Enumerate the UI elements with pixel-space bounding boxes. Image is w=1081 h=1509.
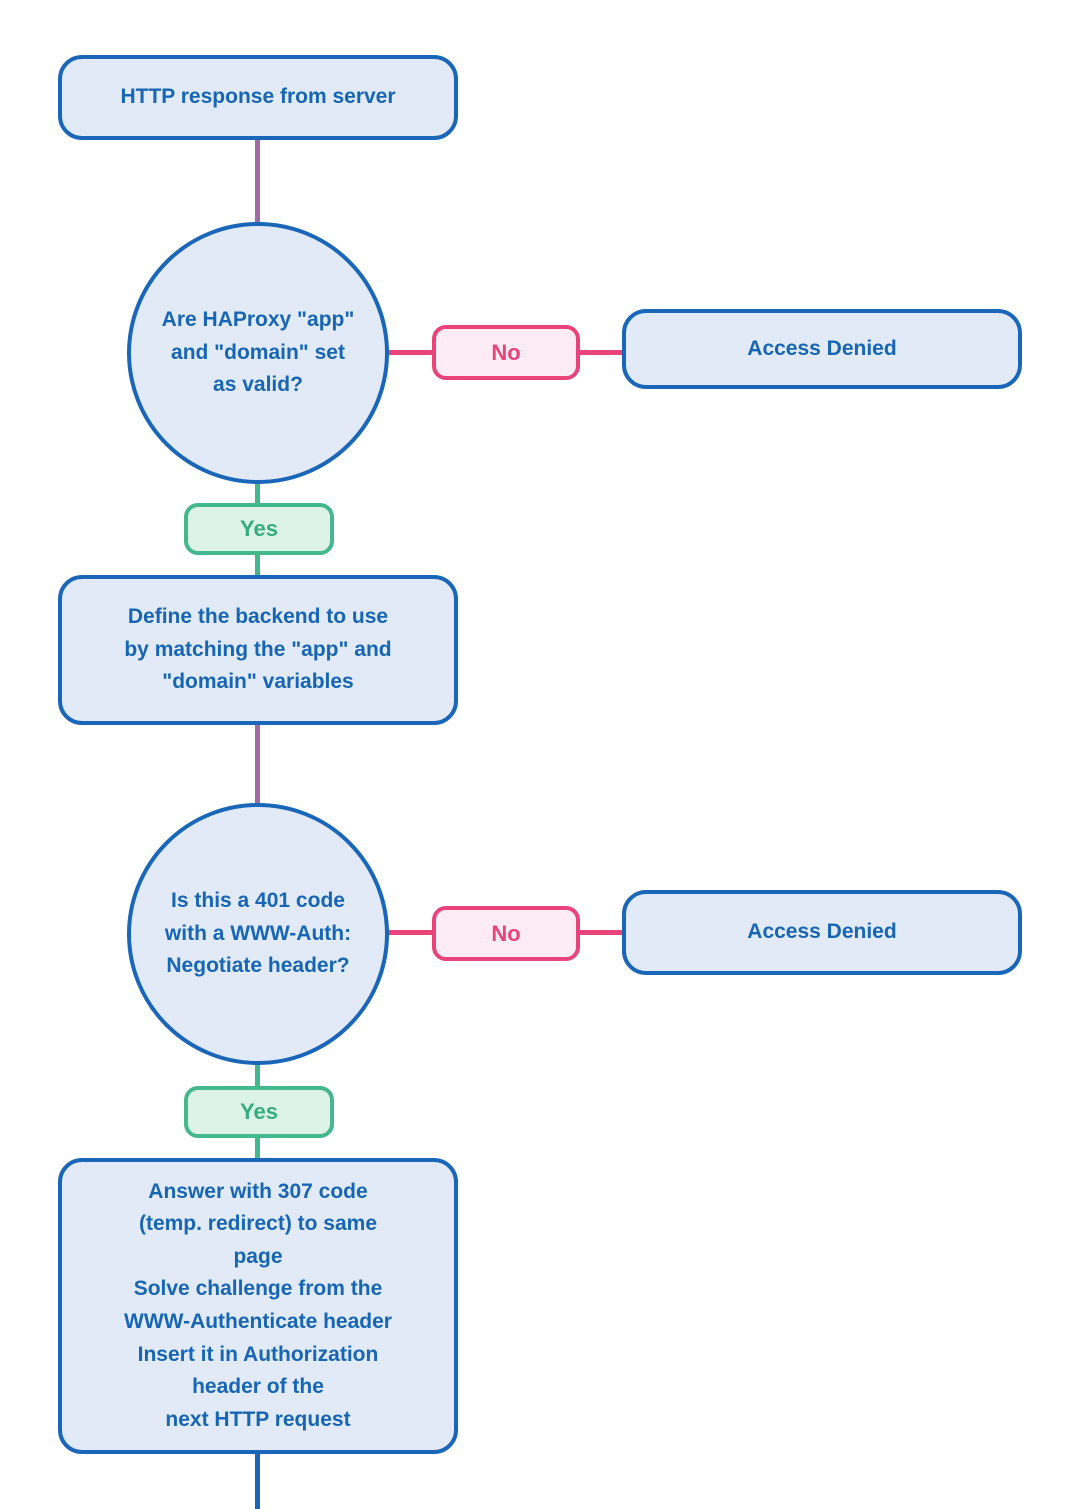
connector-start-to-decision1	[255, 138, 260, 228]
node-http-response: HTTP response from server	[58, 55, 458, 140]
badge-yes-1: Yes	[184, 503, 334, 555]
decision-401-negotiate: Is this a 401 code with a WWW-Auth: Nego…	[127, 803, 389, 1065]
node-access-denied-2: Access Denied	[622, 890, 1022, 975]
decision-haproxy-valid: Are HAProxy "app" and "domain" set as va…	[127, 222, 389, 484]
node-define-backend: Define the backend to use by matching th…	[58, 575, 458, 725]
connector-process2-out	[255, 1450, 260, 1509]
node-answer-307: Answer with 307 code (temp. redirect) to…	[58, 1158, 458, 1454]
node-access-denied-1: Access Denied	[622, 309, 1022, 389]
badge-yes-2: Yes	[184, 1086, 334, 1138]
connector-process1-to-decision2	[255, 723, 260, 809]
badge-no-1: No	[432, 325, 580, 380]
badge-no-2: No	[432, 906, 580, 961]
